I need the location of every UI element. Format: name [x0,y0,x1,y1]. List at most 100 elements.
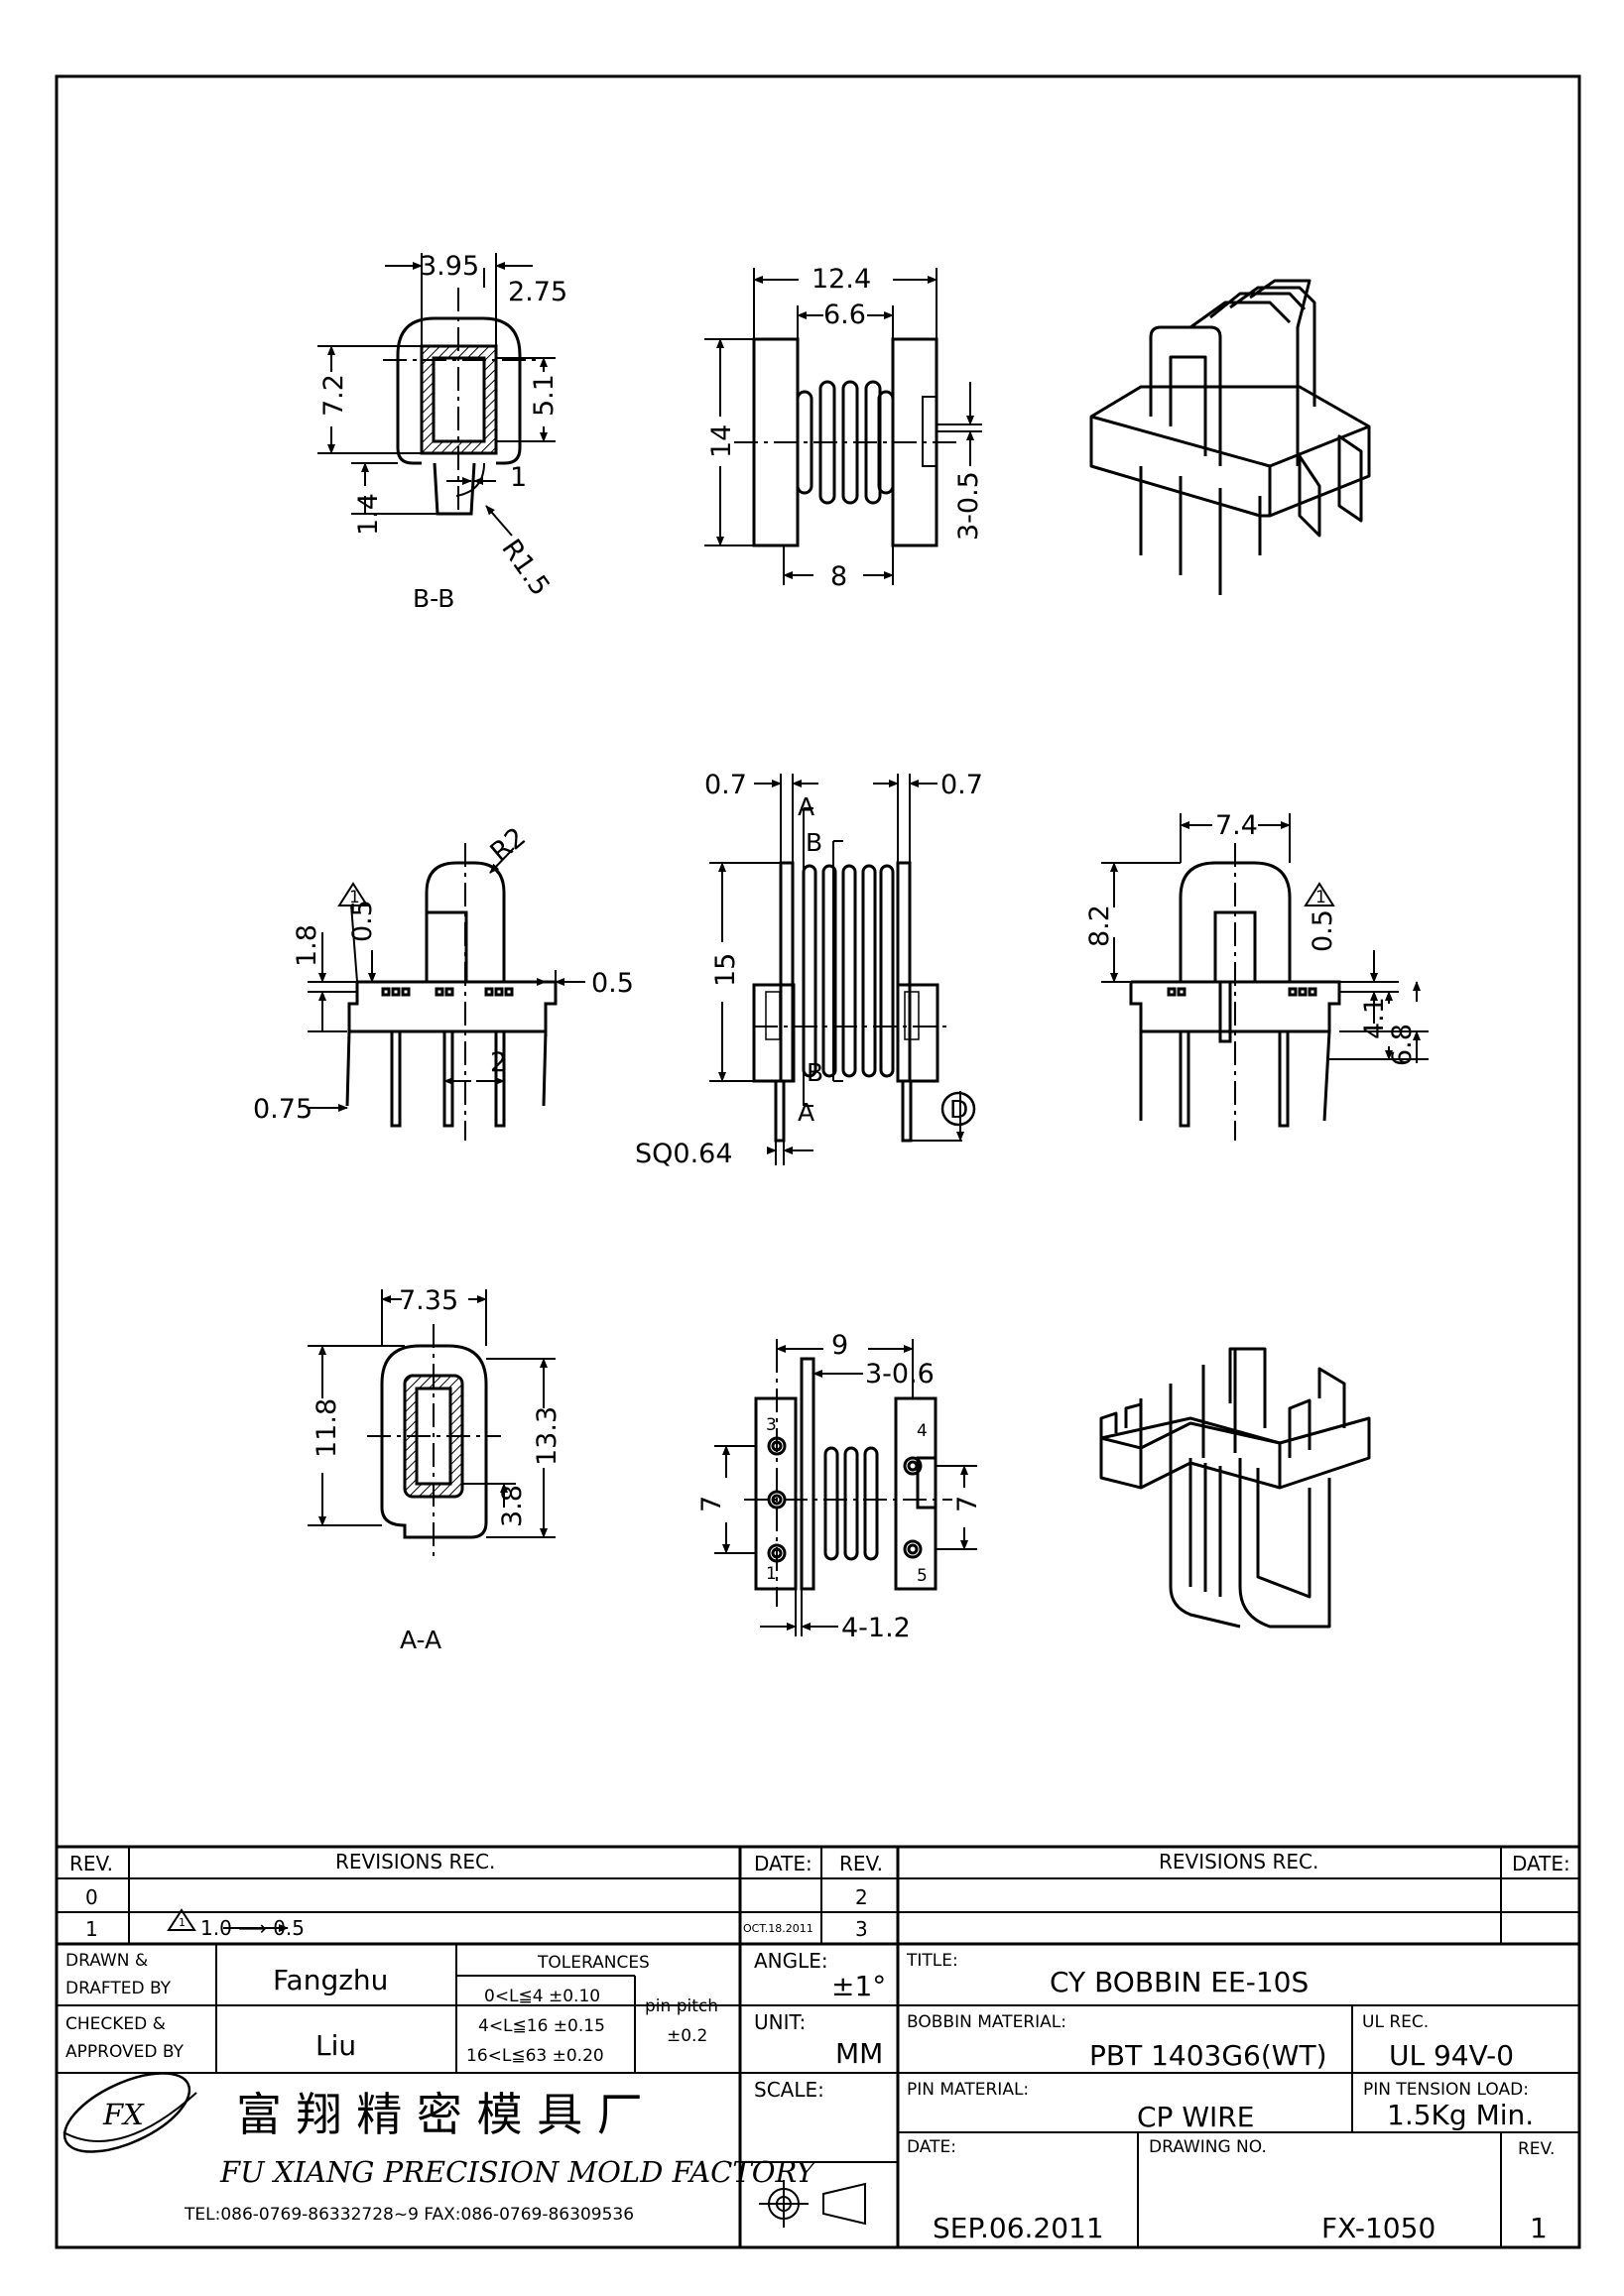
dim-left-0-5a: 0.5 [347,900,378,942]
dim-front-12-4: 12.4 [812,264,871,295]
tb-checked-label-1: CHECKED & [65,2014,166,2034]
dim-bottom-3-0-6: 3-0.6 [865,1359,935,1390]
tb-header-revisions: REVISIONS REC. [335,1850,495,1873]
tb-rev-3: 3 [855,1917,868,1941]
company-logo [62,2072,197,2153]
tb-pin-pitch-value: ±0.2 [667,2026,707,2046]
tb-drawn-label-1: DRAWN & [65,1951,148,1971]
view-side-left [308,843,585,1141]
view-section-aa [308,1289,556,1557]
tb-tol-2: 4<L≦16 ±0.15 [478,2016,605,2036]
tb-scale-label: SCALE: [754,2078,824,2102]
dim-left-2: 2 [490,1047,507,1078]
pin-number-5: 5 [917,1566,928,1586]
dim-aa-13-3: 13.3 [532,1406,562,1466]
dim-bb-7-2: 7.2 [318,374,349,417]
tb-drawn-label-2: DRAFTED BY [65,1979,172,1998]
dim-bb-3-95: 3.95 [420,251,479,282]
tb-tol-1: 0<L≦4 ±0.10 [484,1987,600,2006]
tb-title-value: CY BOBBIN EE-10S [1050,1966,1309,1998]
dim-front-3-0-5: 3-0.5 [953,471,984,541]
section-label-bb: B-B [413,584,454,613]
tb-drawing-no-label: DRAWING NO. [1149,2137,1267,2157]
tb-title-label: TITLE: [906,1951,958,1971]
pin-number-3: 3 [766,1415,777,1435]
tb-angle-label: ANGLE: [754,1949,828,1973]
dim-right-6-8: 6.8 [1387,1024,1418,1066]
section-label-aa: A-A [400,1626,441,1654]
tb-pin-pitch-label: pin pitch [645,1996,718,2016]
section-mark-b-bottom: B [807,1058,823,1087]
dim-bb-1-4: 1.4 [353,493,384,536]
dim-aa-11-8: 11.8 [312,1398,342,1458]
tb-rev-1-mark: 1 [179,1916,186,1929]
dim-right-8-2: 8.2 [1084,905,1115,947]
tb-date-label: DATE: [907,2137,956,2157]
company-name-en: FU XIANG PRECISION MOLD FACTORY [219,2155,817,2189]
tb-drawing-no-value: FX-1050 [1321,2212,1436,2244]
pin-number-1: 1 [766,1564,777,1584]
section-mark-a-bottom: A [798,1098,814,1127]
tb-header-date: DATE: [754,1852,812,1875]
tb-header-rev2: REV. [839,1852,883,1875]
dim-center-0-7a: 0.7 [704,770,747,800]
company-contact: TEL:086-0769-86332728~9 FAX:086-0769-863… [184,2205,634,2225]
tb-angle-value: ±1° [831,1970,886,2002]
dim-bb-2-75: 2.75 [508,277,567,307]
tb-pin-material-value: CP WIRE [1137,2101,1254,2133]
tb-drawn-by: Fangzhu [273,1964,388,1996]
dim-right-7-4: 7.4 [1215,810,1258,841]
dim-front-6-6: 6.6 [823,300,866,330]
dim-front-14: 14 [706,424,737,458]
dim-bb-5-1: 5.1 [529,374,560,417]
dim-center-sq0-64: SQ0.64 [635,1139,733,1169]
dim-left-1-8: 1.8 [292,924,322,967]
tb-rev-2: 2 [855,1885,868,1909]
dim-left-0-75: 0.75 [253,1094,312,1125]
tb-header-date2: DATE: [1512,1852,1570,1875]
tb-header-revisions2: REVISIONS REC. [1159,1850,1318,1873]
company-name-cn: 富 翔 精 密 模 具 厂 [236,2088,643,2141]
dim-bottom-9: 9 [831,1330,848,1361]
tb-checked-by: Liu [315,2029,356,2062]
dim-right-0-5: 0.5 [1308,909,1338,952]
tb-unit-value: MM [835,2037,883,2070]
dim-bb-1: 1 [510,462,527,493]
view-side-right [1101,813,1429,1141]
tb-ul-label: UL REC. [1362,2012,1429,2032]
view-section-bb [317,253,556,537]
tb-tol-header: TOLERANCES [537,1953,650,1973]
dim-bottom-4-1-2: 4-1.2 [841,1613,911,1643]
rev-mark-right: 1 [1315,888,1326,907]
tb-unit-label: UNIT: [754,2010,806,2034]
tb-bobbin-material-label: BOBBIN MATERIAL: [907,2012,1066,2032]
datum-d: D [949,1095,968,1124]
dim-center-15: 15 [710,953,741,987]
tb-date-value: SEP.06.2011 [933,2212,1104,2244]
dim-aa-7-35: 7.35 [399,1285,458,1316]
dim-front-8: 8 [830,561,847,592]
dim-left-r2: R2 [485,822,532,869]
rev-mark-left: 1 [349,888,360,907]
tb-pin-material-label: PIN MATERIAL: [907,2080,1029,2100]
tb-ul-value: UL 94V-0 [1389,2039,1514,2072]
view-side-center [709,774,976,1165]
dim-bottom-7b: 7 [952,1496,983,1512]
tb-checked-label-2: APPROVED BY [65,2042,185,2062]
section-mark-b-top: B [806,828,822,857]
view-isometric-bottom [1099,1347,1371,1629]
view-isometric-top [1089,279,1371,595]
tb-rev-1: 1 [85,1917,98,1941]
dim-left-0-5b: 0.5 [591,968,634,999]
company-logo-text: FX [102,2098,145,2131]
dim-center-0-7b: 0.7 [940,770,983,800]
tb-header-rev: REV. [69,1852,113,1875]
tb-rev-1-date: OCT.18.2011 [743,1922,813,1935]
title-block-frame [55,1845,1581,2249]
tb-rev-label: REV. [1518,2139,1555,2159]
tb-bobbin-material-value: PBT 1403G6(WT) [1089,2039,1327,2072]
dim-aa-3-8: 3.8 [497,1485,528,1527]
tb-pin-tension-value: 1.5Kg Min. [1387,2099,1534,2131]
dim-right-4-1: 4.1 [1359,997,1390,1039]
